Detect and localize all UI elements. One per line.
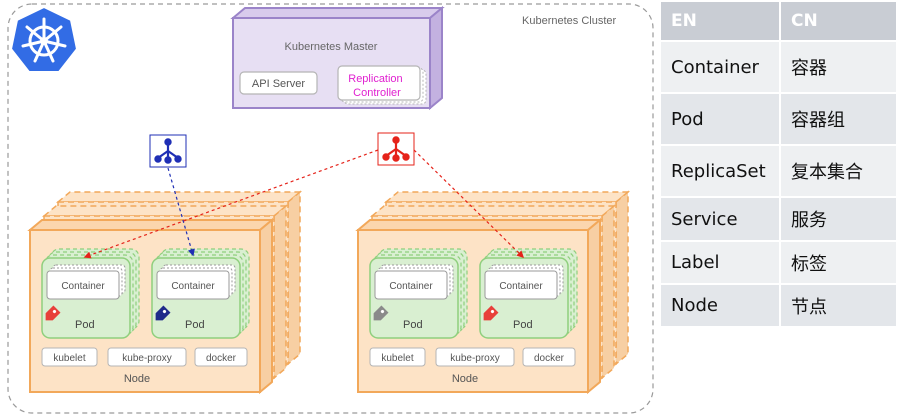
- component-box: [369, 347, 426, 367]
- component-box: [41, 347, 98, 367]
- api-server-label: API Server: [252, 78, 306, 90]
- term-cn: 复本集合: [780, 145, 898, 198]
- kubernetes-logo-icon: [9, 5, 79, 73]
- container-box: [156, 270, 230, 300]
- node-label: Node: [124, 373, 150, 385]
- tag-icon: [373, 305, 389, 321]
- kubernetes-master: Kubernetes Master API Server Replication…: [230, 5, 445, 111]
- api-server-box: [239, 71, 318, 95]
- component-label: kubelet: [381, 353, 413, 364]
- pod-label: Pod: [185, 319, 205, 331]
- tag-icon: [155, 305, 171, 321]
- term-cn: 容器组: [780, 93, 898, 146]
- term-cn: 服务: [780, 197, 898, 242]
- component-label: kube-proxy: [450, 353, 499, 364]
- replicaset-red-icon: [377, 132, 415, 166]
- component-label: docker: [534, 353, 565, 364]
- term-cn: 标签: [780, 241, 898, 285]
- tag-icon: [45, 305, 61, 321]
- container-box: [46, 270, 120, 300]
- replication-controller-label: Replication Controller: [348, 73, 405, 99]
- node-label: Node: [452, 373, 478, 385]
- table-row: Service 服务: [661, 197, 898, 242]
- pod-label: Pod: [513, 319, 533, 331]
- tag-icon: [483, 305, 499, 321]
- table-row: Container 容器: [661, 41, 898, 94]
- term-en: Container: [661, 41, 781, 94]
- term-en: Pod: [661, 93, 781, 146]
- container-label: Container: [389, 281, 433, 292]
- pod-label: Pod: [75, 319, 95, 331]
- container-label: Container: [61, 281, 105, 292]
- service-blue-icon: [149, 134, 187, 168]
- component-label: docker: [206, 353, 237, 364]
- table-row: Label 标签: [661, 241, 898, 285]
- term-en: ReplicaSet: [661, 145, 781, 198]
- pod-label: Pod: [403, 319, 423, 331]
- term-cn: 容器: [780, 41, 898, 94]
- component-label: kube-proxy: [122, 353, 171, 364]
- component-box: [107, 347, 187, 367]
- replication-controller-box: [337, 65, 421, 101]
- cluster-diagram: Kubernetes Cluster Kubernetes Master API…: [7, 3, 654, 414]
- replicaset-to-pod-left-arrow: [83, 149, 379, 259]
- header-en: EN: [661, 2, 781, 42]
- container-label: Container: [171, 281, 215, 292]
- component-box: [522, 347, 576, 367]
- component-box: [194, 347, 248, 367]
- master-title: Kubernetes Master: [285, 41, 378, 53]
- term-en: Service: [661, 197, 781, 242]
- term-table: EN CN Container 容器 Pod 容器组 ReplicaSet 复本…: [661, 2, 898, 328]
- container-label: Container: [499, 281, 543, 292]
- header-cn: CN: [780, 2, 898, 42]
- term-cn: 节点: [780, 284, 898, 328]
- term-en: Label: [661, 241, 781, 285]
- table-row: ReplicaSet 复本集合: [661, 145, 898, 198]
- component-box: [435, 347, 515, 367]
- replicaset-to-pod-right-arrow: [413, 149, 525, 259]
- table-header-row: EN CN: [661, 2, 898, 42]
- component-label: kubelet: [53, 353, 85, 364]
- cluster-boundary: [7, 3, 654, 414]
- cluster-label: Kubernetes Cluster: [522, 15, 616, 27]
- table-row: Node 节点: [661, 284, 898, 328]
- term-en: Node: [661, 284, 781, 328]
- container-box: [484, 270, 558, 300]
- container-box: [374, 270, 448, 300]
- table-row: Pod 容器组: [661, 93, 898, 146]
